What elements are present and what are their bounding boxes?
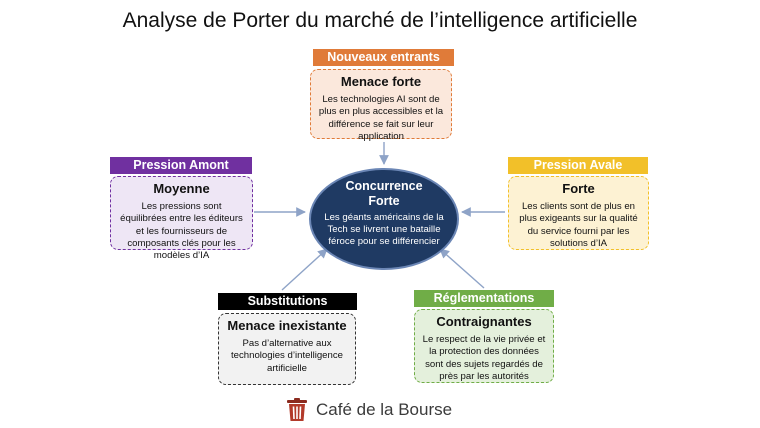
page-title: Analyse de Porter du marché de l’intelli… <box>122 9 638 32</box>
arrow-from-reglementations <box>439 248 485 289</box>
reglementations-level: Contraignantes <box>436 314 532 329</box>
pression-avale-level: Forte <box>562 181 595 196</box>
nouveaux-entrants-header: Nouveaux entrants <box>313 49 454 66</box>
center-title: Concurrence Forte <box>345 179 423 208</box>
pression-amont-description: Les pressions sont équilibrées entre les… <box>120 201 243 262</box>
trash-bin-icon <box>287 398 307 421</box>
logo-text: Café de la Bourse <box>316 400 453 419</box>
reglementations-description: Le respect de la vie privée et la protec… <box>422 334 546 382</box>
substitutions-level: Menace inexistante <box>227 318 347 333</box>
pression-amont-level: Moyenne <box>153 181 210 196</box>
pression-avale-box: Forte Les clients sont de plus en plus e… <box>508 176 649 250</box>
nouveaux-entrants-description: Les technologies AI sont de plus en plus… <box>318 94 444 142</box>
reglementations-header: Réglementations <box>414 290 554 307</box>
cafe-de-la-bourse-logo: Café de la Bourse <box>284 397 452 423</box>
pression-amont-box: Moyenne Les pressions sont équilibrées e… <box>110 176 253 261</box>
nouveaux-entrants-box: Menace forte Les technologies AI sont de… <box>310 69 452 142</box>
center-description: Les géants américains de la Tech se livr… <box>324 212 444 247</box>
pression-avale-description: Les clients sont de plus en plus exigean… <box>519 201 638 249</box>
center-ellipse: Concurrence Forte Les géants américains … <box>309 168 459 270</box>
pression-amont-header: Pression Amont <box>110 157 252 174</box>
arrow-from-substitutions <box>281 248 328 291</box>
pression-avale-header: Pression Avale <box>508 157 648 174</box>
nouveaux-entrants-level: Menace forte <box>340 74 422 89</box>
substitutions-box: Menace inexistante Pas d’alternative aux… <box>218 313 356 385</box>
substitutions-header: Substitutions <box>218 293 357 310</box>
substitutions-description: Pas d’alternative aux technologies d’int… <box>230 338 343 374</box>
reglementations-box: Contraignantes Le respect de la vie priv… <box>414 309 554 383</box>
